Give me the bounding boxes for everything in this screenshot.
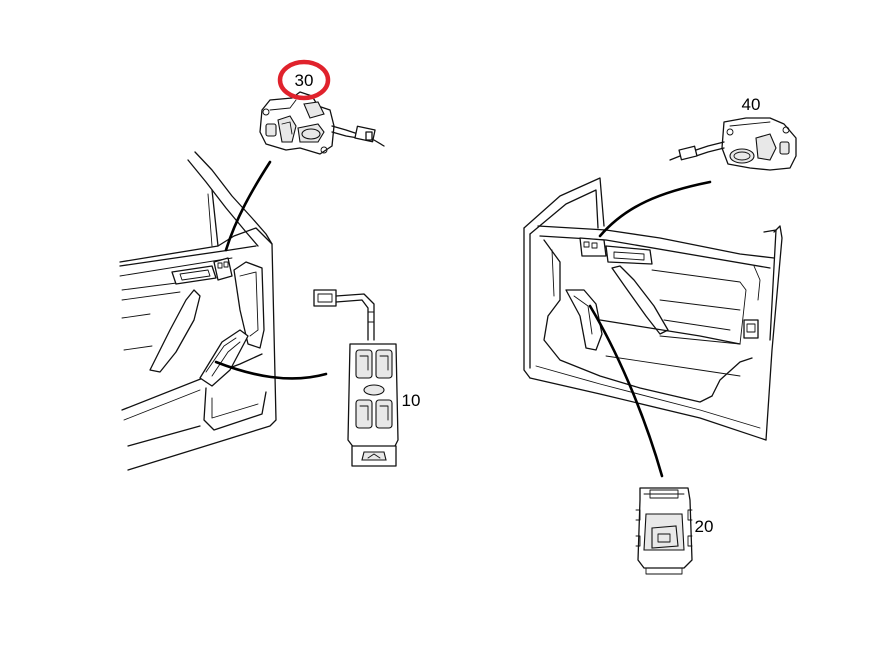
leader-line-40 — [598, 180, 712, 238]
left-door-illustration — [119, 151, 277, 471]
leader-line-30 — [224, 160, 272, 252]
part-label-20: 20 — [695, 517, 714, 536]
part-10-switch-block[interactable] — [313, 289, 399, 467]
part-label-10: 10 — [402, 391, 421, 410]
highlight-circle-30 — [277, 59, 331, 101]
part-20-switch[interactable] — [635, 487, 693, 575]
part-30-switch[interactable] — [259, 91, 385, 155]
leader-line-10 — [214, 360, 328, 380]
part-label-40: 40 — [742, 95, 761, 114]
part-40-switch[interactable] — [669, 117, 797, 171]
leader-line-20 — [588, 304, 664, 478]
right-door-illustration — [523, 177, 783, 441]
part-label-30: 30 — [295, 71, 314, 90]
